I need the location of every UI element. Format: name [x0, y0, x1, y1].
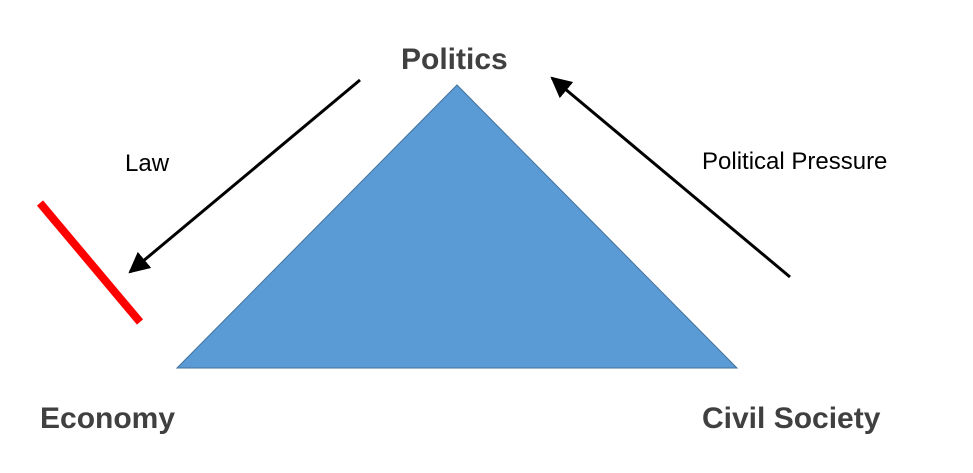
- block-bar: [36, 200, 144, 325]
- politics-label: Politics: [401, 43, 508, 76]
- political-pressure-label: Political Pressure: [702, 148, 888, 175]
- political-pressure-arrow: [550, 76, 791, 279]
- law-label: Law: [125, 150, 170, 177]
- law-arrow: [128, 78, 361, 274]
- economy-label: Economy: [40, 402, 176, 435]
- power-triangle: [175, 84, 739, 369]
- civil-society-label: Civil Society: [702, 402, 881, 435]
